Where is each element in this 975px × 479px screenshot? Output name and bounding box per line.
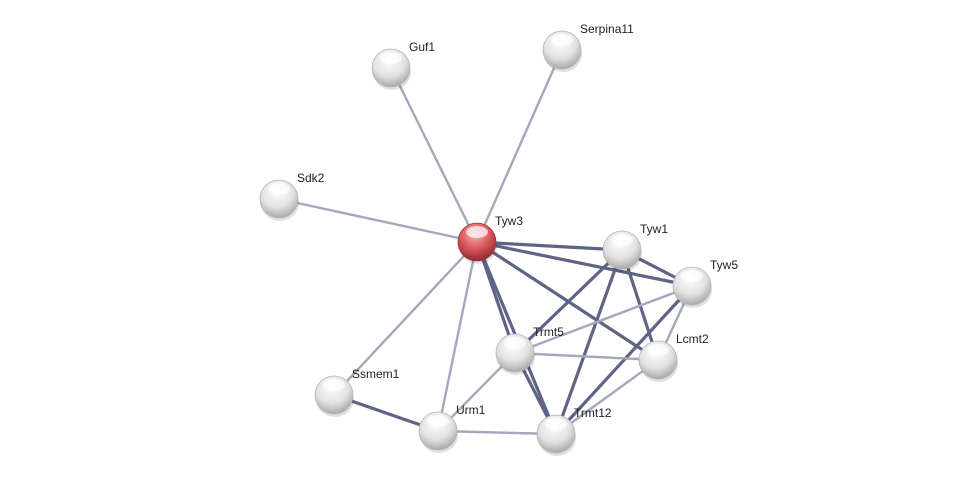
node-label: Guf1 [409, 40, 435, 54]
node-highlight [647, 344, 669, 356]
edge-tyw3-urm1[interactable] [436, 241, 479, 432]
node-highlight [551, 34, 573, 46]
node-lcmt2[interactable]: Lcmt2 [638, 332, 709, 382]
edge-tyw3-tyw1[interactable] [476, 240, 623, 252]
node-label: Tyw3 [495, 214, 523, 228]
edge-lcmt2-trmt12[interactable] [555, 359, 659, 435]
edge-tyw1-trmt5[interactable] [513, 248, 624, 355]
node-highlight [545, 418, 567, 430]
node-label: Serpina11 [580, 22, 634, 36]
node-highlight [380, 52, 402, 64]
node-label: Trmt5 [533, 325, 564, 339]
edge-tyw3-serpina11[interactable] [475, 49, 564, 243]
node-label: Lcmt2 [676, 332, 709, 346]
edge-urm1-trmt12[interactable] [437, 429, 557, 436]
node-label: Urm1 [456, 403, 486, 417]
node-highlight [504, 337, 526, 349]
node-highlight [323, 379, 345, 391]
node-label: Sdk2 [297, 171, 325, 185]
edge-tyw3-ssmem1[interactable] [333, 241, 478, 396]
edge-trmt5-lcmt2[interactable] [514, 351, 659, 362]
node-trmt12[interactable]: Trmt12 [536, 406, 612, 456]
node-label: Tyw1 [640, 222, 668, 236]
edge-tyw5-trmt12[interactable] [554, 284, 694, 436]
node-serpina11[interactable]: Serpina11 [542, 22, 634, 72]
edge-tyw1-trmt12[interactable] [554, 249, 624, 435]
node-tyw5[interactable]: Tyw5 [672, 258, 738, 308]
node-highlight [427, 415, 449, 427]
node-sdk2[interactable]: Sdk2 [259, 171, 325, 221]
node-tyw3[interactable]: Tyw3 [457, 214, 523, 264]
node-label: Tyw5 [710, 258, 738, 272]
node-highlight [681, 270, 703, 282]
edge-tyw3-sdk2[interactable] [278, 197, 478, 244]
edge-tyw3-tyw5[interactable] [476, 240, 693, 288]
node-trmt5[interactable]: Trmt5 [495, 325, 564, 375]
node-highlight [611, 234, 633, 246]
edge-tyw5-trmt5[interactable] [514, 284, 693, 355]
node-highlight [268, 183, 290, 195]
node-guf1[interactable]: Guf1 [371, 40, 435, 90]
node-label: Ssmem1 [352, 367, 400, 381]
node-urm1[interactable]: Urm1 [418, 403, 486, 453]
node-tyw1[interactable]: Tyw1 [602, 222, 668, 272]
node-label: Trmt12 [574, 406, 612, 420]
edge-tyw3-guf1[interactable] [389, 67, 479, 243]
node-highlight [466, 226, 488, 238]
node-ssmem1[interactable]: Ssmem1 [314, 367, 400, 417]
